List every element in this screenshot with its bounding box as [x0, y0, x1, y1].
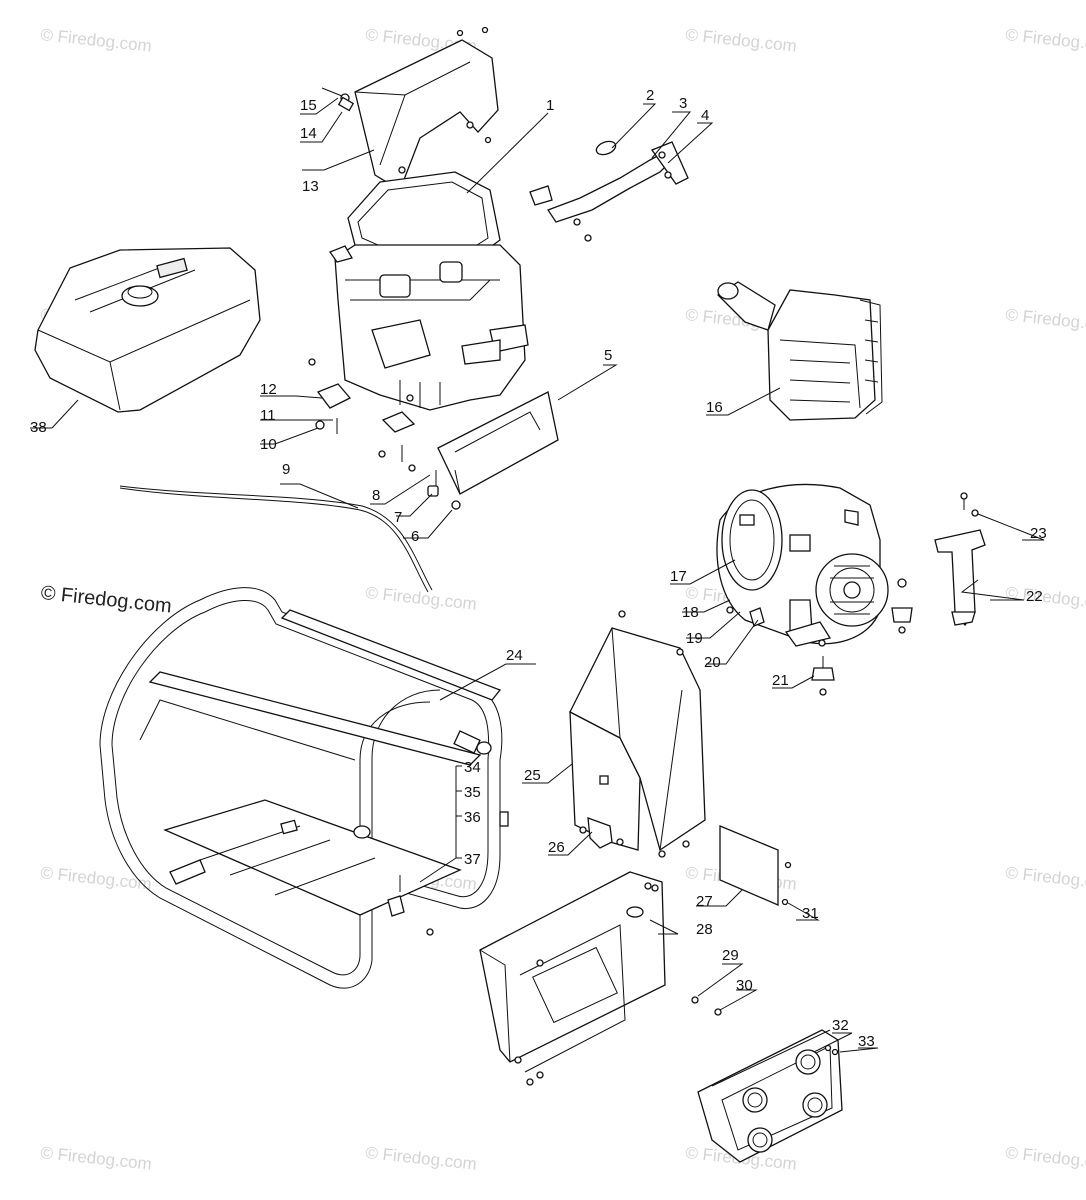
part-engine-base [437, 391, 559, 495]
callout-13: 13 [302, 178, 319, 195]
callout-21: 21 [772, 672, 789, 689]
part-hardware [427, 470, 461, 510]
callout-9: 9 [282, 461, 290, 478]
watermark: © Firedog.com [685, 25, 798, 56]
callout-6: 6 [411, 528, 419, 545]
callout-30: 30 [736, 977, 753, 994]
callout-18: 18 [682, 604, 699, 621]
callout-2: 2 [646, 87, 654, 104]
part-frame [99, 587, 509, 989]
part-cover-plate [719, 825, 792, 906]
callout-38: 38 [30, 419, 47, 436]
callout-37: 37 [464, 851, 481, 868]
callout-31: 31 [802, 905, 819, 922]
callout-12: 12 [260, 381, 277, 398]
callout-22: 22 [1026, 588, 1043, 605]
callout-23: 23 [1030, 525, 1047, 542]
watermark: © Firedog.com [40, 1143, 153, 1174]
watermark: © Firedog.com [1005, 863, 1086, 894]
watermark: © Firedog.com [365, 1143, 478, 1174]
watermark: © Firedog.com [40, 25, 153, 56]
callout-labels: 1 2 3 4 5 6 7 8 9 10 11 12 13 14 15 16 1… [30, 87, 1047, 1050]
callout-8: 8 [372, 487, 380, 504]
watermark: © Firedog.com [1005, 305, 1086, 336]
watermark: © Firedog.com [40, 863, 153, 894]
callout-24: 24 [506, 647, 523, 664]
callout-5: 5 [604, 347, 612, 364]
part-fuel-tank [34, 247, 261, 413]
part-receptacle-panel [697, 1029, 843, 1163]
part-exhaust-pipe [529, 140, 689, 242]
callout-33: 33 [858, 1033, 875, 1050]
watermark: © Firedog.com [1005, 1143, 1086, 1174]
part-muffler [716, 281, 883, 421]
part-isolator [811, 639, 835, 696]
watermark: © Firedog.com [1005, 583, 1086, 614]
part-bolt-clip [321, 26, 489, 112]
callout-35: 35 [464, 784, 481, 801]
callout-1: 1 [546, 97, 554, 114]
part-engine [328, 171, 529, 411]
callout-4: 4 [701, 107, 709, 124]
part-front-panel [479, 871, 666, 1086]
part-mount-pads [308, 358, 416, 472]
callout-36: 36 [464, 809, 481, 826]
leader-lines [30, 97, 1045, 1053]
callout-15: 15 [300, 97, 317, 114]
callout-7: 7 [394, 509, 402, 526]
callout-17: 17 [670, 568, 687, 585]
part-washer-screw [691, 996, 722, 1016]
part-control-box [569, 610, 706, 858]
callout-19: 19 [686, 630, 703, 647]
watermark: © Firedog.com [1005, 25, 1086, 56]
part-alternator [716, 483, 913, 647]
callout-14: 14 [300, 125, 317, 142]
callout-32: 32 [832, 1017, 849, 1034]
callout-28: 28 [696, 921, 713, 938]
part-fuel-line [119, 485, 433, 593]
part-bracket [934, 492, 986, 627]
callout-26: 26 [548, 839, 565, 856]
callout-34: 34 [464, 759, 481, 776]
callout-20: 20 [704, 654, 721, 671]
callout-11: 11 [260, 407, 276, 424]
part-shroud-cover [354, 39, 499, 191]
callout-25: 25 [524, 767, 541, 784]
watermark: © Firedog.com [365, 583, 478, 614]
callout-16: 16 [706, 399, 723, 416]
callout-10: 10 [260, 436, 277, 453]
callout-29: 29 [722, 947, 739, 964]
callout-27: 27 [696, 893, 713, 910]
callout-3: 3 [679, 95, 687, 112]
